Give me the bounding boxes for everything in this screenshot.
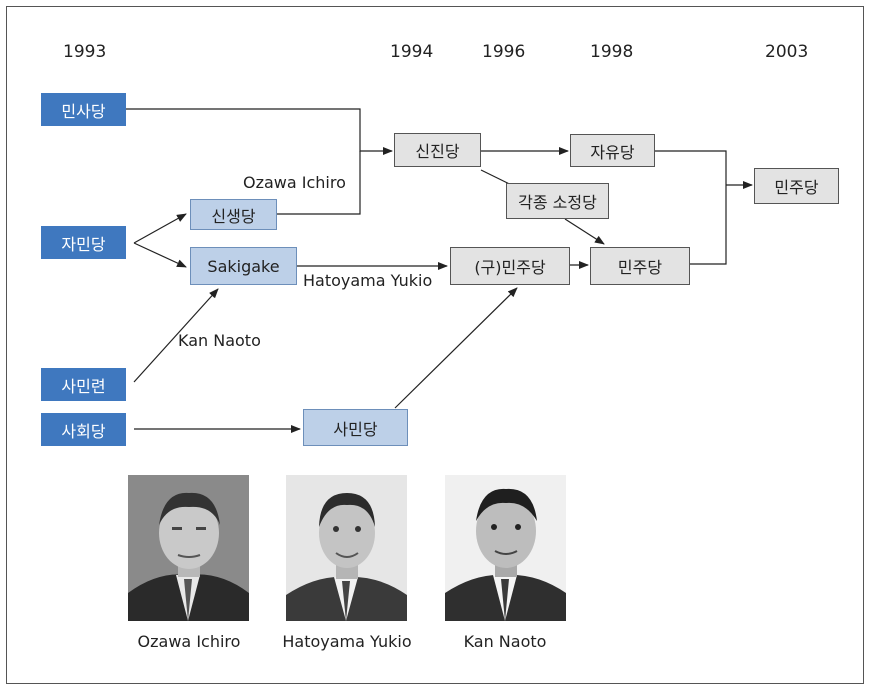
year-1993: 1993	[63, 42, 107, 62]
edge-jaminnang-sinsaengdang	[133, 213, 187, 244]
edge-minsadang-sinjindang	[126, 108, 393, 155]
portrait-hatoyama	[286, 475, 407, 621]
party-jayudang: 자유당	[570, 134, 655, 167]
portrait-ozawa	[128, 475, 249, 621]
party-sinjindang: 신진당	[394, 133, 481, 167]
party-saminryeon: 사민련	[41, 368, 126, 401]
party-sahoedang: 사회당	[41, 413, 126, 446]
party-minsadang: 민사당	[41, 93, 126, 126]
party-sakigake: Sakigake	[190, 247, 297, 285]
annotation-kan: Kan Naoto	[178, 331, 261, 350]
party-jaminnang: 자민당	[41, 226, 126, 259]
year-1996: 1996	[482, 42, 526, 62]
party-samindang: 사민당	[303, 409, 408, 446]
portrait-kan	[445, 475, 566, 621]
party-minjudang-1998: 민주당	[590, 247, 690, 285]
edge-sinsaengdang-sinjindang	[277, 151, 361, 215]
year-2003: 2003	[765, 42, 809, 62]
year-1994: 1994	[390, 42, 434, 62]
year-1998: 1998	[590, 42, 634, 62]
edge-saminryeon-sakigake	[133, 288, 219, 383]
edge-jayudang-merge	[655, 150, 727, 185]
edge-minjudang-merge	[690, 185, 727, 265]
party-minjudang-2003: 민주당	[754, 168, 839, 204]
edge-jaminnang-sakigake	[133, 242, 187, 268]
party-old-minjudang: (구)민주당	[450, 247, 570, 285]
edge-small-parties-minjudang	[564, 218, 605, 245]
diagram-frame	[6, 6, 864, 684]
caption-ozawa: Ozawa Ichiro	[137, 632, 241, 651]
caption-hatoyama: Hatoyama Yukio	[282, 632, 412, 651]
edge-samindang-old-minjudang	[394, 287, 518, 409]
annotation-hatoyama: Hatoyama Yukio	[303, 271, 433, 290]
annotation-ozawa: Ozawa Ichiro	[243, 173, 346, 192]
caption-kan: Kan Naoto	[463, 632, 547, 651]
party-small-parties: 각종 소정당	[506, 183, 609, 219]
party-sinsaengdang: 신생당	[190, 199, 277, 230]
